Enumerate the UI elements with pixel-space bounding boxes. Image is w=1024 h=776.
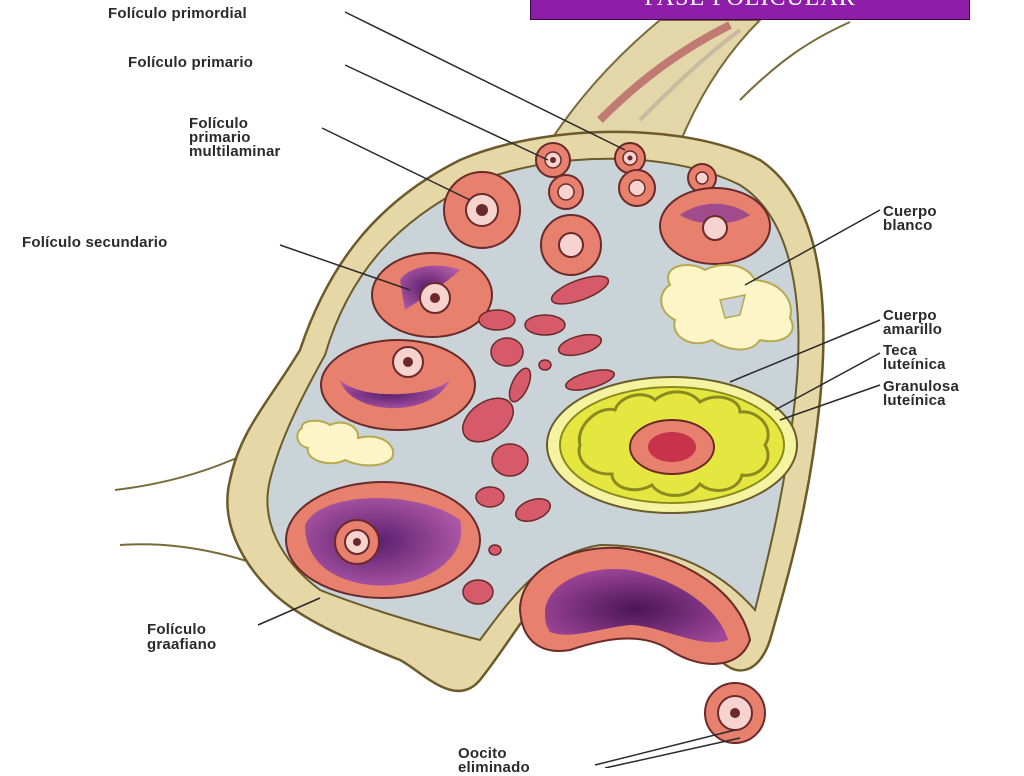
follicle-secondary	[371, 252, 493, 338]
leader-lines	[257, 11, 881, 768]
label-graafiano: Folículo graafiano	[147, 621, 217, 653]
label-cuerpo-amarillo: Cuerpo amarillo	[883, 307, 943, 338]
ruptured-follicle	[518, 546, 752, 665]
follicle-tertiary	[320, 339, 476, 431]
title-text: FASE FOLICULAR	[531, 0, 969, 10]
title-banner: FASE FOLICULAR	[530, 0, 970, 20]
follicle-graafian	[285, 481, 481, 599]
label-primordial: Folículo primordial	[108, 5, 247, 22]
label-primario: Folículo primario	[128, 54, 254, 71]
follicle-early-antral	[659, 187, 771, 265]
follicle-primordial-group	[535, 142, 717, 210]
label-cuerpo-blanco: Cuerpo blanco	[883, 203, 937, 234]
corpus-albicans	[296, 263, 794, 467]
label-oocito: Oocito eliminado	[458, 745, 530, 776]
follicle-multilaminar	[443, 171, 602, 276]
label-secundario: Folículo secundario	[22, 234, 168, 251]
corpus-luteum	[546, 376, 798, 514]
label-granulosa-luteinica: Granulosa luteínica	[883, 378, 959, 409]
atretic-bodies	[462, 275, 615, 605]
label-teca-luteinica: Teca luteínica	[883, 342, 946, 373]
label-multilaminar: Folículo primario multilaminar	[189, 115, 281, 160]
oocyte-released	[704, 682, 766, 744]
